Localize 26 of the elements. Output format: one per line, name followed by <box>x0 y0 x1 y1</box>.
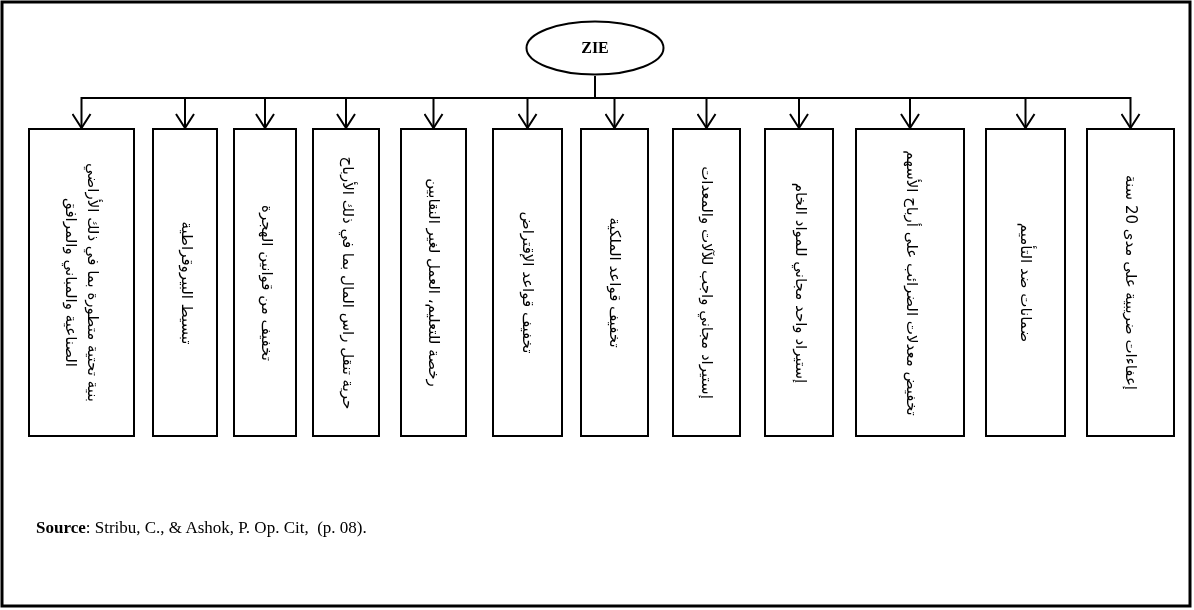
process-box <box>152 128 218 437</box>
box-text: تخفيض معدلات الضرائب على أرباح الأسهم <box>900 149 921 416</box>
process-box <box>764 128 834 437</box>
box-text: إستيراد مجاني واجب للآلات والمعدات <box>697 166 718 399</box>
box-text: ضمانات ضد التأميم <box>1016 222 1037 343</box>
box-text: تخفيف من قوانين الهجرة <box>255 204 276 361</box>
box-text: إستيراد واحد مجاني للمواد الخام <box>789 182 810 383</box>
box-text: بنية تحتية متطورة بما في ذلك الأراضي الصناعية والمباني والمرافق <box>61 162 104 404</box>
node-title: ZIE <box>581 39 609 57</box>
source-note: Source: Stribu, C., & Ashok, P. Op. Cit, (p. 08). <box>36 518 367 538</box>
process-box <box>400 128 467 437</box>
process-box <box>233 128 297 437</box>
process-box <box>312 128 380 437</box>
process-box <box>672 128 741 437</box>
box-text: تبسيط البيروقراطية <box>175 221 196 345</box>
process-box <box>985 128 1066 437</box>
process-box <box>1086 128 1175 437</box>
process-box <box>28 128 135 437</box>
process-box <box>580 128 649 437</box>
box-text: تخفيف قواعد الملكية <box>605 217 626 348</box>
box-text: تخفيف قواعد الإقتراض <box>518 211 539 354</box>
box-text: حرية تنقل راس المال بما في ذلك الأرباح <box>336 156 357 409</box>
box-text: إعفاءات ضريبية على مدى 20 سنة <box>1121 175 1142 391</box>
process-box <box>855 128 965 437</box>
process-box <box>492 128 563 437</box>
box-text: رخصة للتعليم، العمل لغير النقابين <box>424 178 445 387</box>
